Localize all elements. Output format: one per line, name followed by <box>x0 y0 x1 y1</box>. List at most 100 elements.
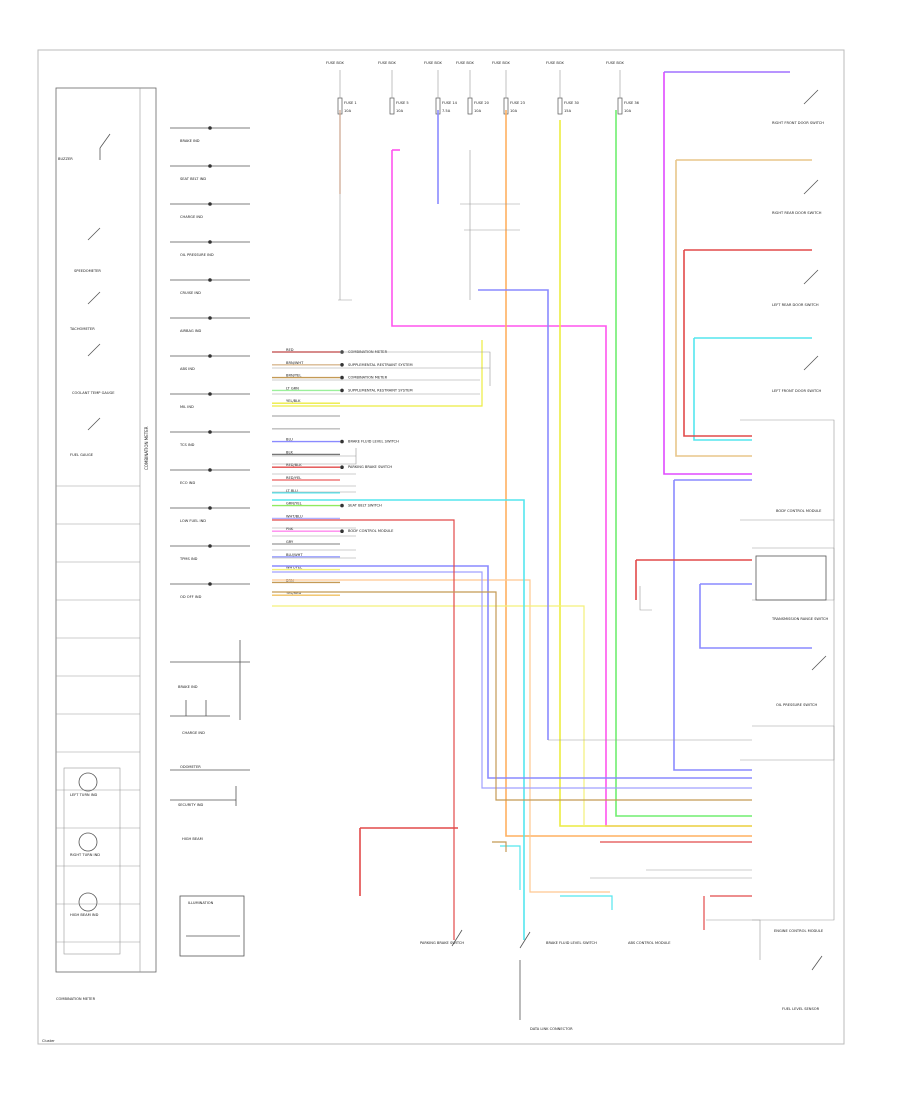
component-label: RIGHT FRONT DOOR SWITCH <box>772 121 824 125</box>
fuse-label: FUSE 20 <box>474 101 490 105</box>
diagram-frame <box>37 49 845 1045</box>
fuse-amp: 15A <box>564 109 572 113</box>
wire-cyan-left <box>272 499 525 940</box>
indicator-node <box>208 164 212 168</box>
component-label: BODY CONTROL MODULE <box>776 509 822 513</box>
fuse-label: FUSE 36 <box>624 101 640 105</box>
splice-node <box>340 529 344 533</box>
wire-color-code: GRY <box>286 540 294 544</box>
indicator-label: TCS IND <box>179 443 195 447</box>
component-label: DATA LINK CONNECTOR <box>530 1027 573 1031</box>
indicator-label: SEAT BELT IND <box>180 177 206 181</box>
wire-color-code: BLU/WHT <box>286 553 303 557</box>
bottom-component-labels: PARKING BRAKE SWITCH BRAKE FLUID LEVEL S… <box>420 941 671 1031</box>
fuse-icon <box>389 97 395 115</box>
combination-meter <box>55 87 157 973</box>
component-label: OIL PRESSURE SWITCH <box>776 703 817 707</box>
wire-yellow <box>559 120 752 827</box>
wire-red-trans <box>635 559 752 600</box>
wire-color-code: BRN/YEL <box>286 374 301 378</box>
indicator-stack: BRAKE IND SEAT BELT IND CHARGE IND OIL PRES… <box>56 126 250 943</box>
wire-red-fuel <box>703 895 752 930</box>
connector-label: BODY CONTROL MODULE <box>348 529 394 533</box>
fuse-amp: 10A <box>474 109 482 113</box>
fuse-icon <box>467 97 473 115</box>
component-label: BRAKE FLUID LEVEL SWITCH <box>546 941 597 945</box>
wire-brown <box>272 591 752 801</box>
gauge-label: FUEL GAUGE <box>70 453 94 457</box>
wire-orange <box>505 110 752 837</box>
indicator-node <box>208 278 212 282</box>
bulb-label: HIGH BEAM IND <box>70 913 99 917</box>
gauge-label: TACHOMETER <box>69 327 95 331</box>
fuse-amp: 7.5A <box>442 109 451 113</box>
indicator-node <box>208 316 212 320</box>
component-label: LEFT REAR DOOR SWITCH <box>772 303 819 307</box>
indicator-label: OIL PRESSURE IND <box>180 253 214 257</box>
splice-node <box>340 375 344 380</box>
component-label: RIGHT REAR DOOR SWITCH <box>772 211 822 215</box>
indicator-node <box>208 240 212 244</box>
connector-label: BRAKE FLUID LEVEL SWITCH <box>348 440 399 444</box>
wire-blue2 <box>272 565 752 779</box>
indicator-label: CHARGE IND <box>180 215 203 219</box>
wire-blue <box>478 289 549 740</box>
fuse-amp: 10A <box>344 109 352 113</box>
component-label: FUEL LEVEL SENSOR <box>782 1007 820 1011</box>
fuse-amp: 10A <box>510 109 518 113</box>
lower-label: ILLUMINATION <box>188 901 214 905</box>
cluster-lower-switches <box>170 640 250 957</box>
indicator-label: BRAKE IND <box>180 139 200 143</box>
wire-yellow2 <box>272 605 585 826</box>
gauge-label: COOLANT TEMP GAUGE <box>72 391 115 395</box>
wire-brown-low <box>492 841 507 852</box>
bulb-label: RIGHT TURN IND <box>70 853 100 857</box>
fuse-label: FUSE 1 <box>344 101 357 105</box>
fuse-amp: 10A <box>396 109 404 113</box>
wire-orange-left <box>272 579 610 893</box>
indicator-node <box>208 468 212 472</box>
indicator-label: MIL IND <box>180 405 194 409</box>
page-label: Cluster <box>42 1039 55 1043</box>
component-label: TRANSMISSION RANGE SWITCH <box>771 617 829 621</box>
indicator-label: ABS IND <box>180 367 195 371</box>
wire-color-code: BLK <box>286 450 293 454</box>
bottom-switches <box>451 929 823 1020</box>
wire-blue-trans <box>699 583 812 649</box>
cluster-lower-labels: BRAKE IND CHARGE IND ODOMETER SECURITY I… <box>178 685 214 905</box>
gauge-label: SPEEDOMETER <box>74 269 101 273</box>
wires <box>272 71 812 940</box>
indicator-node <box>208 544 212 548</box>
wire-color-code: RED/BLK <box>286 463 302 467</box>
connector-label: SUPPLEMENTAL RESTRAINT SYSTEM <box>348 363 413 367</box>
splice-node <box>340 439 344 444</box>
component-label: ABS CONTROL MODULE <box>628 941 671 945</box>
connector-label: PARKING BRAKE SWITCH <box>348 465 392 469</box>
right-component-labels: RIGHT FRONT DOOR SWITCH RIGHT REAR DOOR … <box>771 121 829 1011</box>
connector-label: SEAT BELT SWITCH <box>348 504 382 508</box>
indicator-label: OD OFF IND <box>180 595 202 599</box>
indicator-node <box>208 392 212 396</box>
fuse-box-label: FUSE BOX <box>546 61 564 65</box>
wire-pink <box>391 150 752 827</box>
wire-color-code: LT GRN <box>286 386 299 390</box>
gauge-label: BUZZER <box>58 157 73 161</box>
fuse-icon <box>557 97 563 115</box>
fuse-icon <box>617 97 623 115</box>
fuse-box-label: FUSE BOX <box>606 61 624 65</box>
lower-label: CHARGE IND <box>182 731 205 735</box>
wire-cyan-right <box>693 337 812 441</box>
wire-yellow-left <box>272 340 483 407</box>
lower-label: HIGH BEAM <box>182 837 203 841</box>
wire-green <box>615 110 752 817</box>
wire-red-mid <box>272 519 455 940</box>
wire-blue-right <box>673 479 752 771</box>
wire-blue3 <box>272 571 752 789</box>
connector-label: SUPPLEMENTAL RESTRAINT SYSTEM <box>348 388 413 392</box>
right-switches <box>755 89 827 671</box>
wire-tan <box>675 159 812 457</box>
lower-label: ODOMETER <box>180 765 201 769</box>
indicator-label: CRUISE IND <box>180 291 201 295</box>
wire-color-code: BRN/WHT <box>286 361 304 365</box>
